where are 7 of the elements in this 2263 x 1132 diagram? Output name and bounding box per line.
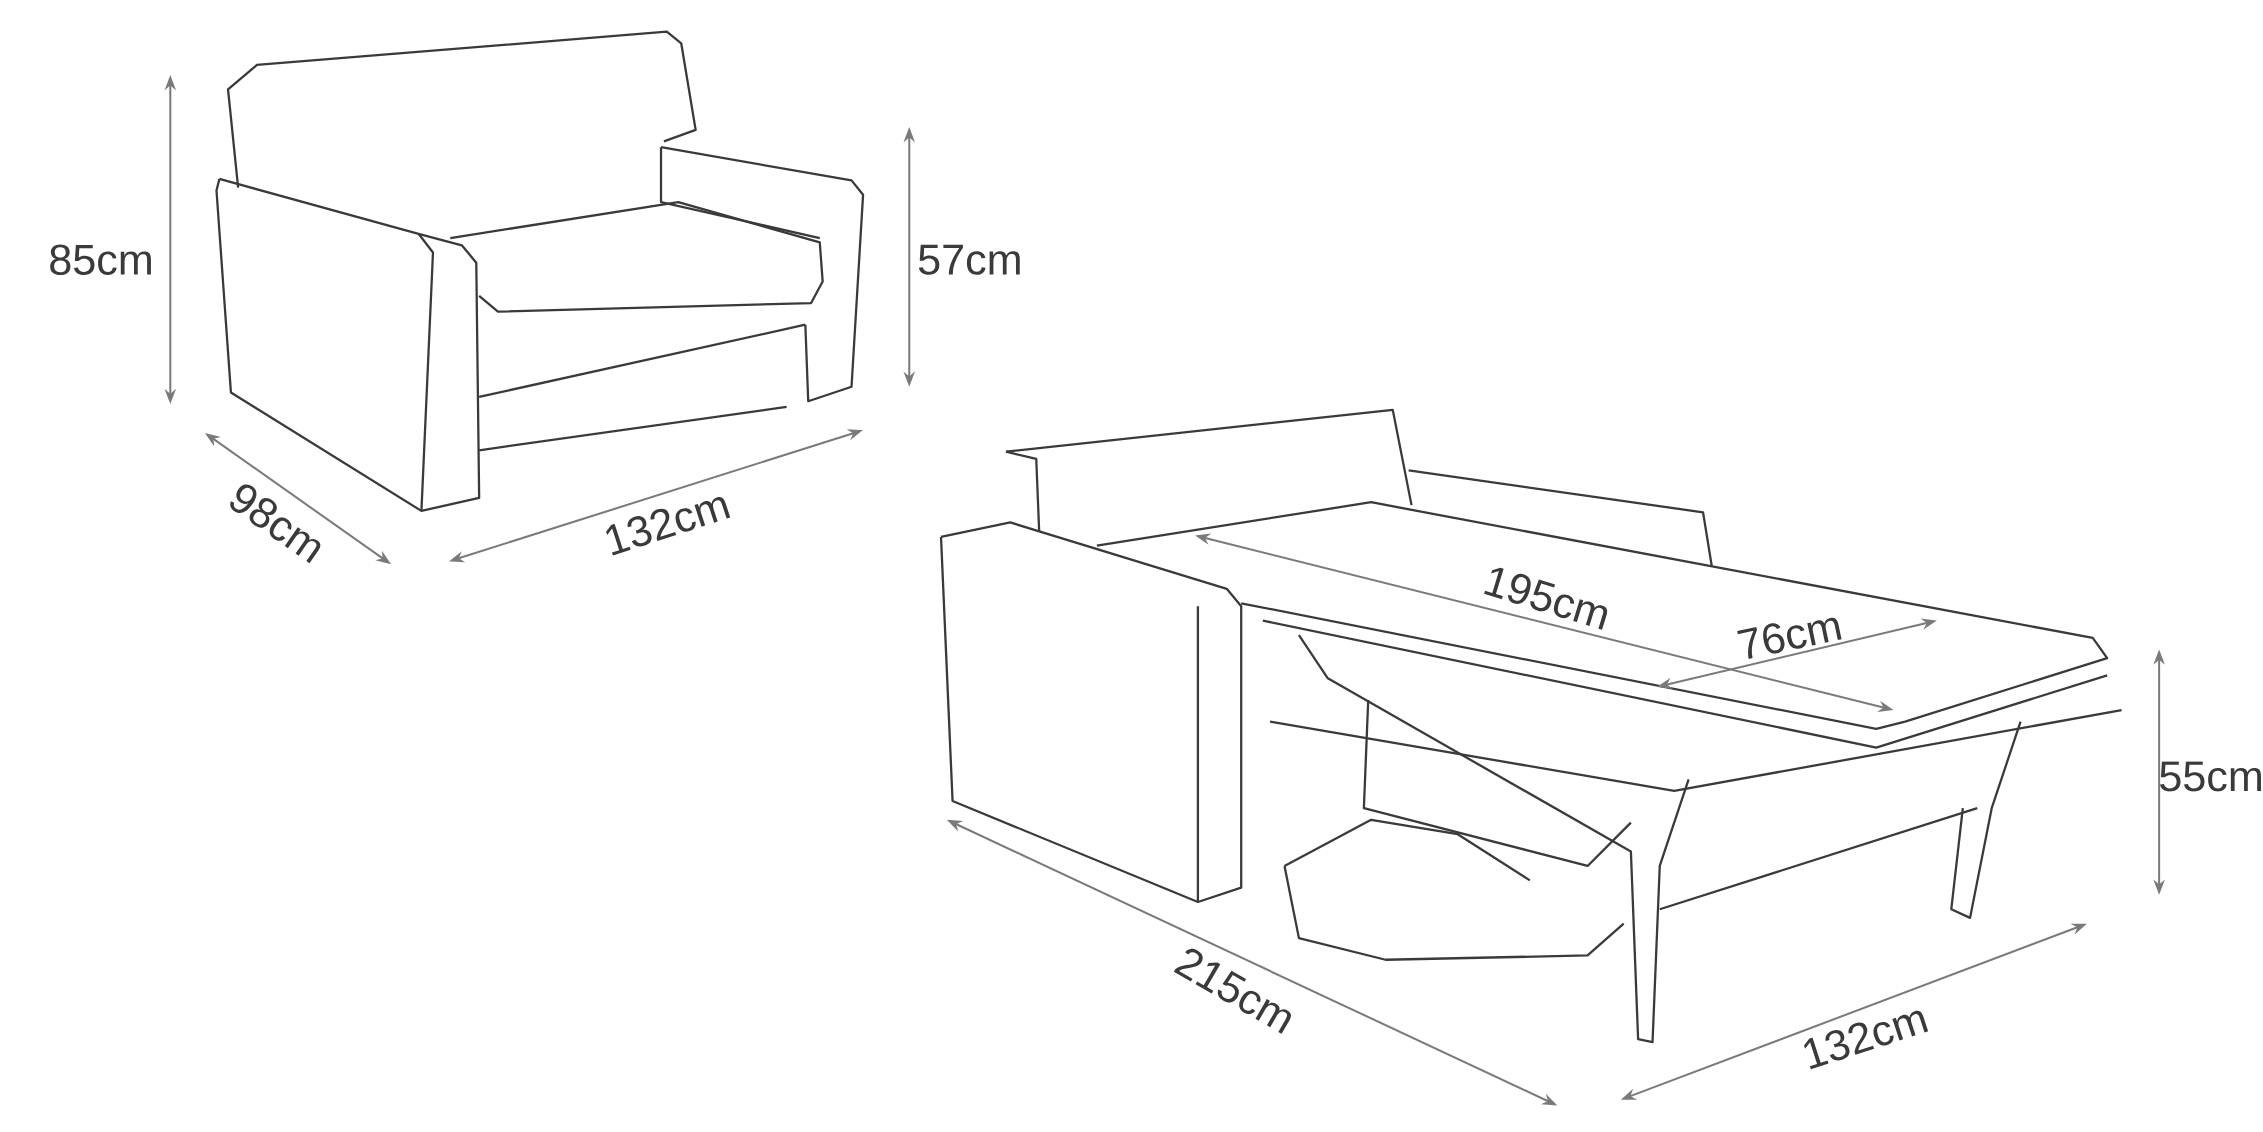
dimension-label: 55cm: [2160, 761, 2261, 792]
dimension-label: 132cm: [1804, 1011, 1929, 1070]
dimension-label: 85cm: [50, 244, 151, 276]
dimension-label: 76cm: [1737, 617, 1842, 660]
dimension-label: 57cm: [918, 244, 1020, 276]
dimension-label: 132cm: [606, 497, 731, 556]
dimension-label: 195cm: [1484, 567, 1608, 630]
